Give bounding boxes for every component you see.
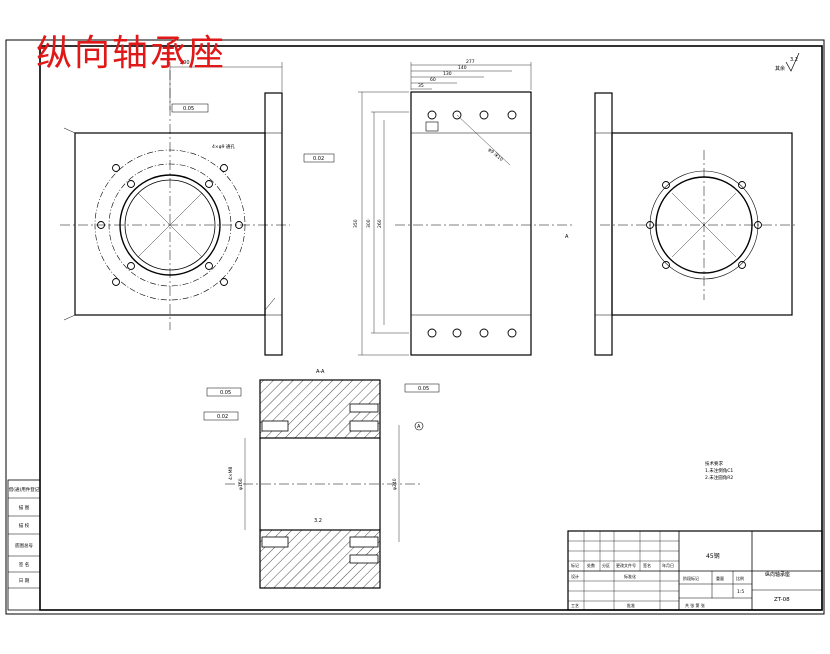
dimension-label: φ160 [238,478,244,490]
dimension-label: 350 [353,219,359,228]
tb-designer: 设计 [571,573,579,579]
bolt-hole [97,221,105,229]
svg-text:3.2: 3.2 [790,57,798,63]
bolt-hole [127,262,135,270]
bolt-hole [112,164,120,172]
right-view [594,92,795,356]
tb-weight: 重量 [716,575,724,581]
side-label: 借(通)用件登记 [9,486,40,493]
side-view: 277 140 130 60 35 350 300 260 φ9 深10 A [353,59,575,356]
bolt-hole [112,278,120,286]
side-label: 日 期 [19,578,30,584]
tb-change-doc: 更改文件号 [616,562,636,568]
dimension-label: 300 [366,219,372,228]
tech-notes: 技术要求 1.未注倒角C1 2.未注圆角R2 [705,460,733,481]
tb-scale: 1:5 [737,589,744,595]
datum-symbol: A [417,424,421,430]
dimension-label: 260 [377,219,383,228]
dimension-label: 140 [458,65,467,71]
svg-text:其余: 其余 [775,65,785,72]
gdt-frame [203,411,239,421]
tb-drawing-no: ZT-08 [774,597,790,603]
tb-stage-mark: 阶段标记 [683,575,699,581]
side-label: 描 校 [19,522,30,529]
section-label: A-A [316,369,325,375]
outer-border [5,39,825,615]
svg-text:技术要求: 技术要求 [705,460,723,467]
hole-note: 4×φ9 通孔 [212,143,235,150]
tb-craft: 工艺 [571,603,579,608]
drawing-title: 纵向轴承座 [36,33,227,74]
side-label: 签 名 [19,561,29,568]
bolt-hole [205,180,213,188]
side-label-column: 借(通)用件登记 描 图 描 校 底图总号 签 名 日 期 [7,479,41,611]
dimension-label: 200 [180,60,190,66]
roughness-symbol: 其余 3.2 [775,52,800,72]
gdt-value: 0.02 [217,414,228,420]
bolt-hole [235,221,243,229]
hole-note: φ9 深10 [487,146,505,163]
inner-border [39,45,823,611]
tb-signature: 签名 [643,562,651,568]
dimension-label: 35 [418,83,424,89]
bolt-hole [220,278,228,286]
svg-text:1.未注倒角C1: 1.未注倒角C1 [705,467,733,474]
dimension-label: 277 [466,59,475,65]
tb-standardize: 标准化 [624,573,636,579]
gdt-frame [171,103,209,113]
gdt-frame [404,383,440,393]
section-view: A-A φ160 φ240 4×M8 0.05 0.02 0.05 A 3.2 [203,369,440,589]
bolt-hole [205,262,213,270]
tb-mark: 标记 [571,562,579,568]
roughness-value: 3.2 [314,518,322,524]
gdt-value: 0.02 [313,156,324,162]
bolt-hole [127,180,135,188]
gdt-frame [206,387,242,397]
title-block: 标记 处数 分区 更改文件号 签名 年月日 设计 标准化 工艺 批准 45钢 纵… [567,530,823,611]
tb-ratio: 比例 [736,575,744,581]
svg-text:2.未注圆角R2: 2.未注圆角R2 [705,474,733,481]
bolt-hole [220,164,228,172]
dimension-label: 4×M8 [228,466,234,480]
tb-approve: 批准 [627,602,635,608]
tb-count: 处数 [587,562,595,568]
gdt-value: 0.05 [418,386,429,392]
section-mark: A [565,234,569,240]
side-label: 描 图 [19,504,30,511]
gdt-value: 0.05 [220,390,231,396]
gdt-value: 0.05 [183,106,194,112]
gdt-frame [303,153,335,163]
front-view: 200 0.05 0.02 4×φ9 通孔 [60,60,335,356]
side-label: 底图总号 [15,542,33,549]
tb-material: 45钢 [706,552,720,560]
tb-date: 年月日 [662,562,674,568]
dimension-label: 60 [430,77,436,83]
tb-part-name: 纵向轴承座 [765,571,790,578]
tb-region: 分区 [602,562,610,568]
dimension-label: 130 [443,71,452,77]
dimension-label: φ240 [392,478,398,490]
tb-sheet-info: 共 张 第 张 [685,602,705,608]
